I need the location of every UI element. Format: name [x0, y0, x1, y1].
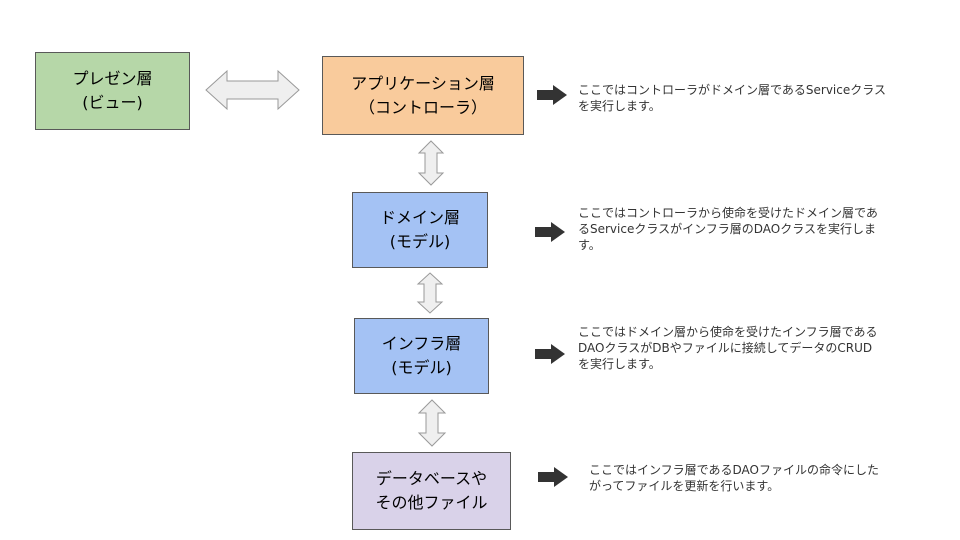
note-line: を実行します。: [578, 357, 661, 371]
presentation-layer-subtitle: (ビュー): [82, 93, 143, 112]
infra-layer-note: ここではドメイン層から使命を受けたインフラ層である DAOクラスがDBやファイル…: [578, 324, 878, 372]
infra-layer-box: インフラ層 (モデル): [354, 318, 489, 394]
block-arrow-right-icon: [538, 467, 568, 487]
note-line: す。: [578, 238, 601, 252]
presentation-layer-box: プレゼン層 (ビュー): [35, 52, 190, 130]
note-line: ここではコントローラがドメイン層であるServiceクラス: [578, 83, 886, 97]
domain-layer-box: ドメイン層 (モデル): [352, 192, 488, 268]
connector-shape: [205, 69, 300, 111]
double-headed-arrow-icon: [416, 272, 444, 314]
block-arrow-right-icon: [537, 85, 567, 105]
double-headed-arrow-icon: [417, 399, 447, 447]
storage-layer-title: データベースや: [375, 469, 488, 488]
storage-layer-box: データベースや その他ファイル: [352, 452, 511, 530]
double-headed-arrow-icon: [205, 69, 300, 111]
domain-layer-title: ドメイン層: [379, 208, 460, 227]
application-layer-note: ここではコントローラがドメイン層であるServiceクラス を実行します。: [578, 82, 886, 114]
note-line: ここではコントローラから使命を受けたドメイン層であ: [578, 206, 878, 220]
storage-layer-subtitle: その他ファイル: [375, 493, 488, 512]
application-layer-box: アプリケーション層 （コントローラ）: [322, 56, 524, 135]
note-line: を実行します。: [578, 99, 661, 113]
note-line: ここではドメイン層から使命を受けたインフラ層である: [578, 325, 878, 339]
application-layer-title: アプリケーション層: [351, 73, 495, 93]
note-line: るServiceクラスがインフラ層のDAOクラスを実行しま: [578, 222, 876, 236]
note-line: DAOクラスがDBやファイルに接続してデータのCRUD: [578, 341, 873, 355]
note-line: ここではインフラ層であるDAOファイルの命令にした: [589, 463, 879, 477]
block-arrow-right-icon: [535, 222, 565, 242]
domain-layer-subtitle: (モデル): [389, 232, 451, 251]
domain-layer-note: ここではコントローラから使命を受けたドメイン層であ るServiceクラスがイン…: [578, 205, 878, 253]
block-arrow-right-icon: [535, 344, 565, 364]
storage-layer-note: ここではインフラ層であるDAOファイルの命令にした がってファイルを更新を行いま…: [589, 462, 879, 494]
presentation-layer-title: プレゼン層: [72, 69, 153, 88]
infra-layer-title: インフラ層: [381, 334, 462, 353]
note-line: がってファイルを更新を行います。: [589, 479, 780, 493]
infra-layer-subtitle: (モデル): [391, 358, 452, 377]
application-layer-subtitle: （コントローラ）: [358, 97, 487, 117]
double-headed-arrow-icon: [417, 140, 445, 186]
